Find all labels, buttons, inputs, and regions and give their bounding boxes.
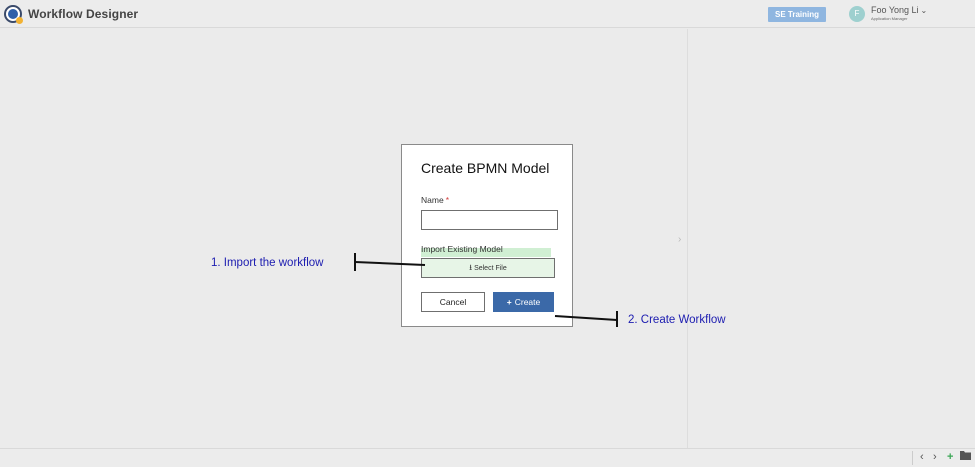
upload-icon: ⭳ bbox=[469, 263, 473, 272]
name-label-text: Name bbox=[421, 195, 444, 205]
plus-icon: + bbox=[506, 297, 512, 307]
annotation-step-1: 1. Import the workflow bbox=[211, 257, 324, 269]
user-avatar[interactable]: F bbox=[849, 6, 865, 22]
environment-badge[interactable]: SE Training bbox=[768, 7, 826, 22]
name-label: Name* bbox=[421, 195, 449, 205]
folder-icon[interactable] bbox=[960, 450, 971, 464]
create-button[interactable]: +Create bbox=[493, 292, 554, 312]
toolbar-separator bbox=[912, 451, 913, 465]
cancel-button[interactable]: Cancel bbox=[421, 292, 485, 312]
chevron-right-icon[interactable]: › bbox=[678, 234, 682, 245]
select-file-button[interactable]: ⭳Select File bbox=[421, 258, 555, 278]
top-bar: Workflow Designer SE Training F Foo Yong… bbox=[0, 0, 975, 28]
app-title: Workflow Designer bbox=[28, 7, 139, 21]
bottom-toolbar bbox=[0, 448, 975, 467]
create-bpmn-dialog: Create BPMN Model Name* Import Existing … bbox=[401, 144, 573, 327]
required-mark: * bbox=[445, 195, 449, 205]
create-label: Create bbox=[514, 297, 541, 307]
chevron-left-icon[interactable]: ‹ bbox=[920, 451, 924, 463]
name-input[interactable] bbox=[421, 210, 558, 230]
user-menu[interactable]: Foo Yong Li⌄ bbox=[871, 5, 927, 15]
annotation-step-2: 2. Create Workflow bbox=[628, 314, 726, 326]
select-file-label: Select File bbox=[474, 265, 507, 272]
chevron-down-icon[interactable]: ⌄ bbox=[920, 6, 928, 15]
app-logo-icon bbox=[4, 5, 23, 24]
user-name: Foo Yong Li bbox=[871, 5, 919, 15]
import-label: Import Existing Model bbox=[421, 244, 503, 254]
user-role: Application Manager bbox=[871, 16, 908, 21]
plus-icon[interactable]: + bbox=[947, 451, 954, 463]
right-panel-divider bbox=[687, 29, 688, 448]
import-highlight bbox=[421, 248, 551, 257]
dialog-title: Create BPMN Model bbox=[421, 160, 550, 176]
chevron-right-icon[interactable]: › bbox=[933, 451, 937, 463]
